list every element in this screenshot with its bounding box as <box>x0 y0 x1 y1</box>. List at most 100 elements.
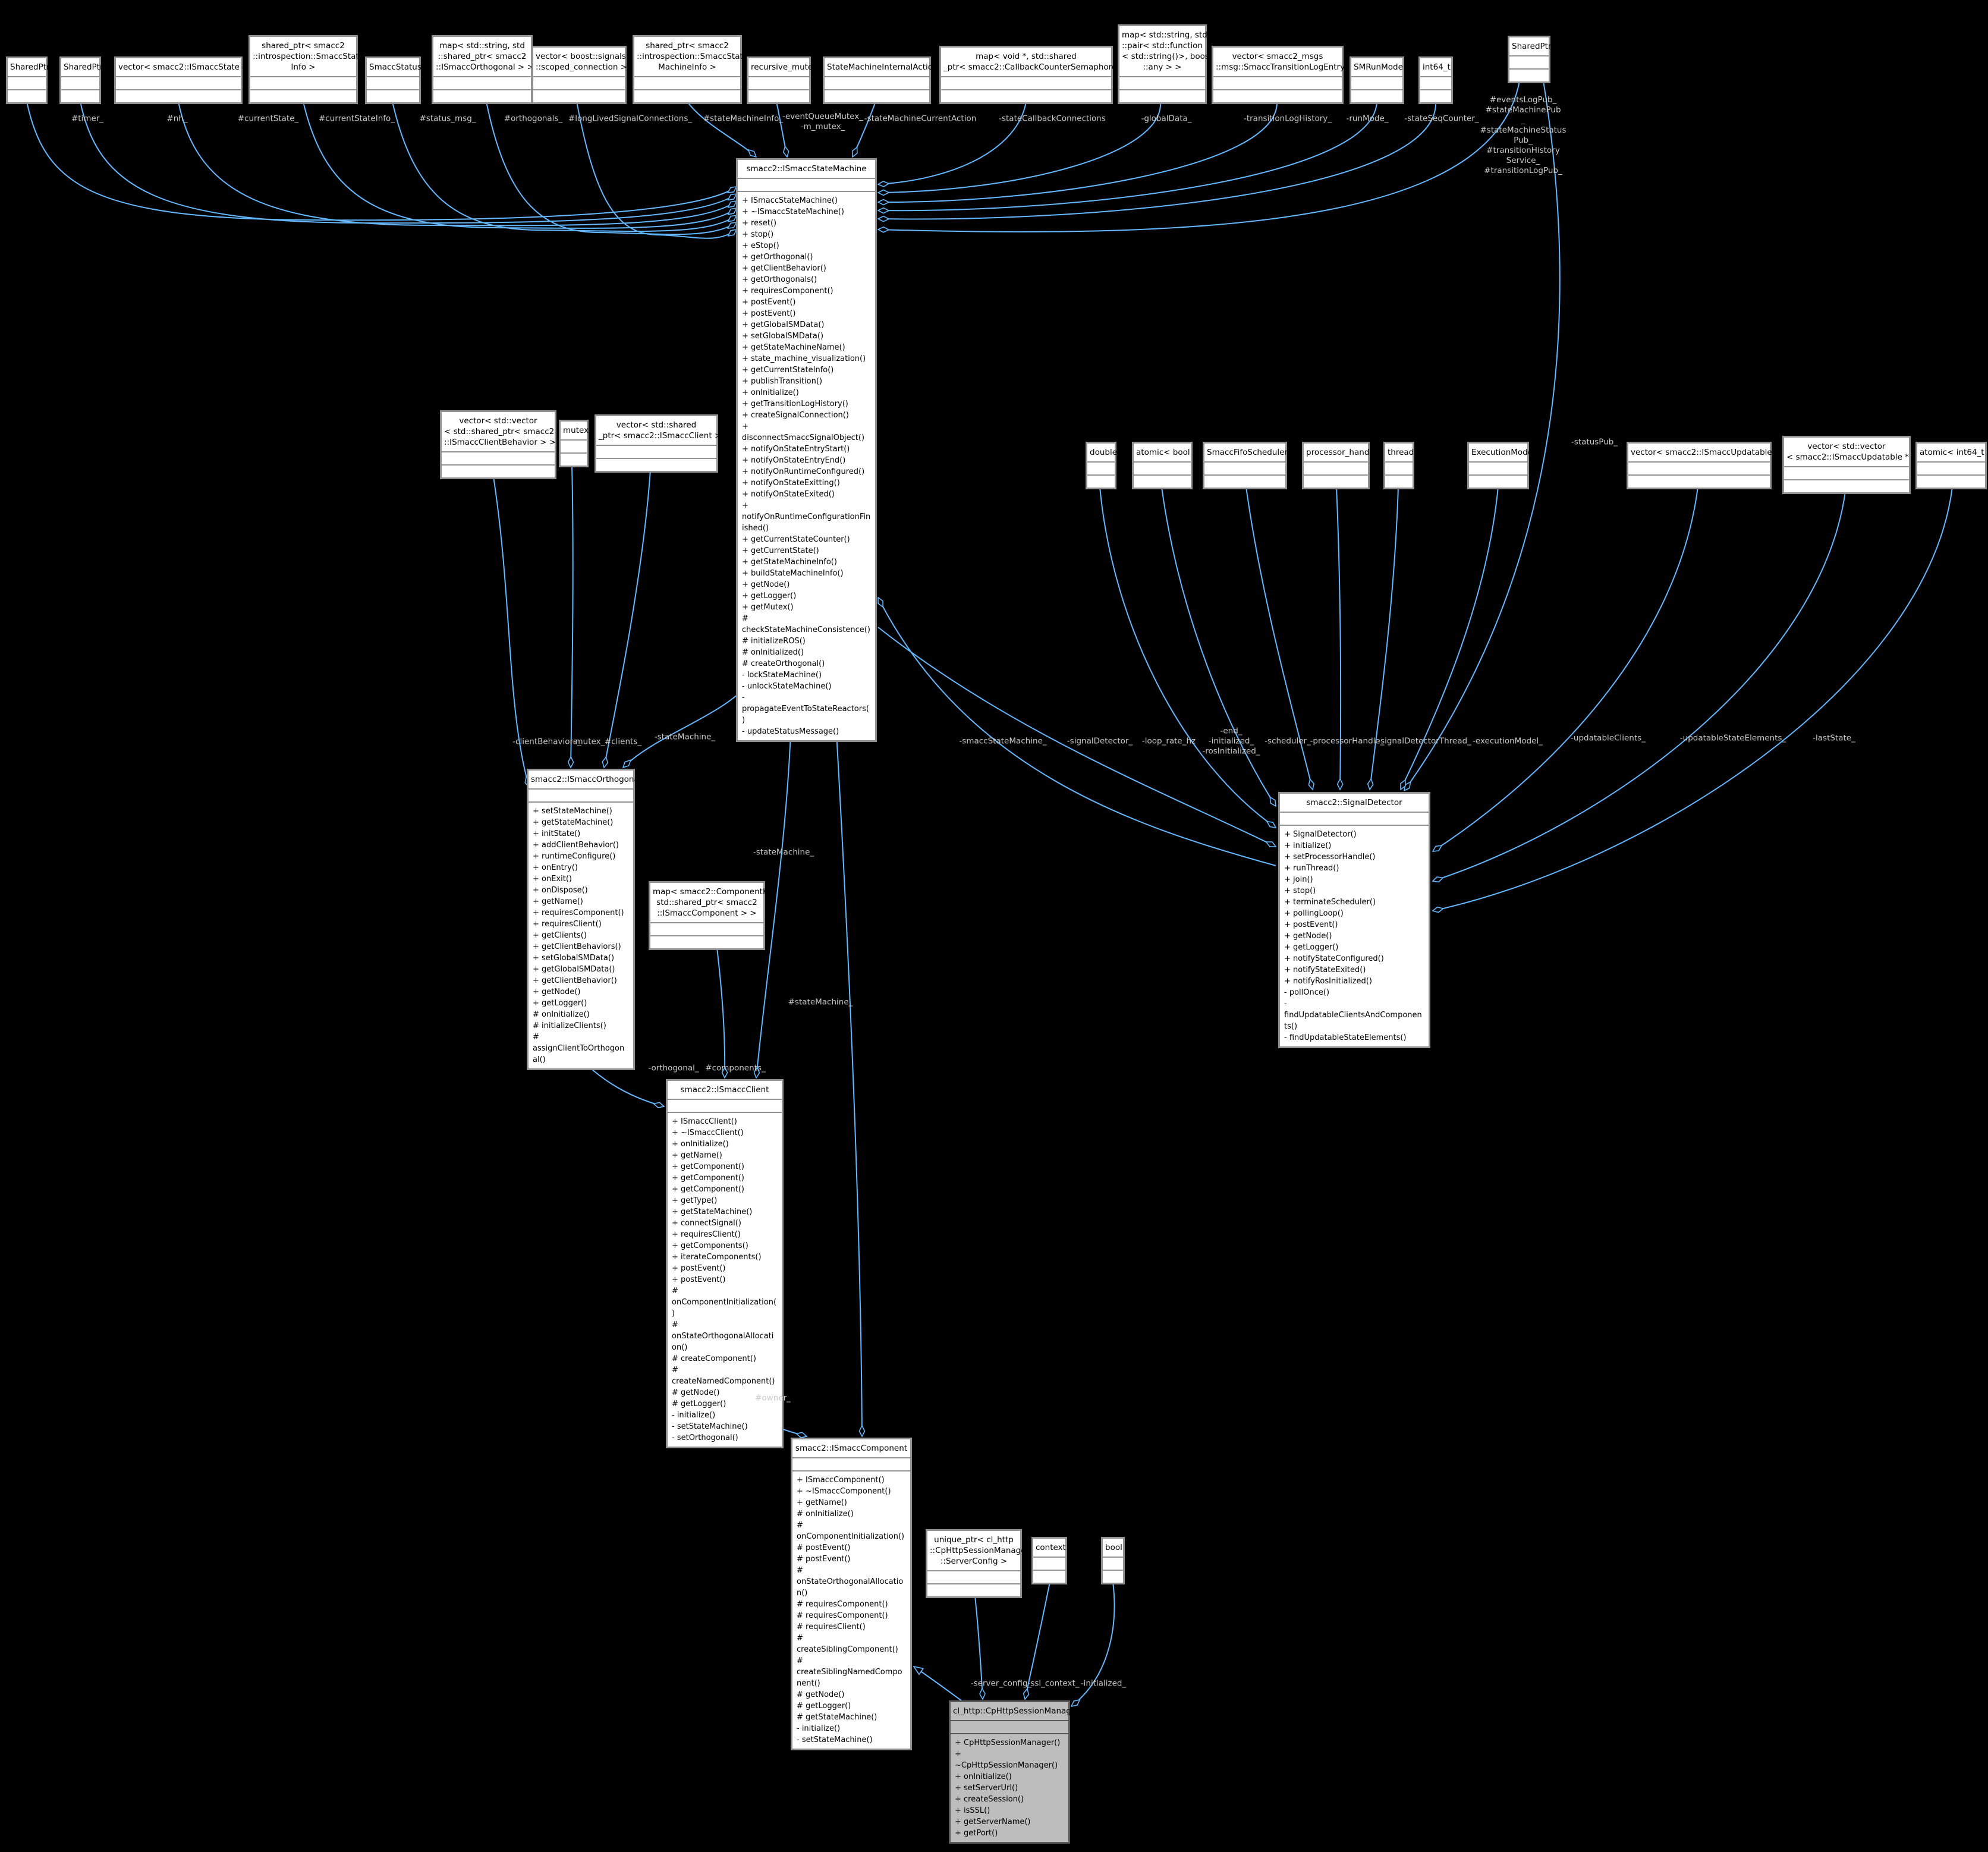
edge-label-state-machine-component: #stateMachine_ <box>788 998 853 1008</box>
empty-compartment <box>927 1584 1020 1596</box>
attributes-compartment <box>1784 467 1909 480</box>
method-entry: + requiresComponent() <box>742 287 833 295</box>
class-title-line: SMRunMode <box>1354 62 1403 72</box>
class-double: double <box>1086 442 1117 489</box>
edge-label-line: _ <box>1521 115 1525 125</box>
edge-label-client-behaviors: -clientBehaviors_ <box>512 737 581 747</box>
class-title-map-orthogonals: map< std::string, std::shared_ptr< smacc… <box>433 37 534 77</box>
class-title-line: vector< smacc2::ISmaccUpdatable * > <box>1631 448 1788 457</box>
method-entry: # onComponentInitialization() <box>797 1521 905 1541</box>
class-title-line: < std::shared_ptr< smacc2 <box>444 427 555 436</box>
empty-compartment <box>367 90 419 102</box>
class-ismaccorthogonal[interactable]: smacc2::ISmaccOrthogonal+ setStateMachin… <box>527 769 641 1070</box>
edge-label-smacc-state-machine: -smaccStateMachine_ <box>959 737 1046 747</box>
class-title-line: atomic< bool > <box>1136 448 1200 457</box>
edge-label-signal-detector-thread: -signalDetectorThread_ <box>1377 737 1471 747</box>
class-title-line: ::CpHttpSessionManager <box>930 1546 1030 1555</box>
method-entry: + ISmaccClient() <box>672 1117 737 1126</box>
class-title-smaccstatus: SmaccStatus <box>367 58 421 77</box>
class-title-atomic-bool: atomic< bool > <box>1134 444 1200 463</box>
empty-compartment <box>8 90 46 102</box>
method-entry: # getStateMachine() <box>797 1713 877 1722</box>
method-entry: - unlockStateMachine() <box>742 682 832 691</box>
method-entry: - setOrthogonal() <box>672 1433 738 1442</box>
class-ismaccstatemachine[interactable]: smacc2::ISmaccStateMachine+ ISmaccStateM… <box>736 158 877 742</box>
attributes-compartment <box>116 77 241 90</box>
class-sharedptr-smaccstatemachineinfo: shared_ptr< smacc2::introspection::Smacc… <box>633 35 748 104</box>
edge-label-updatable-state-elements: -updatableStateElements_ <box>1680 734 1786 744</box>
method-entry: - findUpdatableStateElements() <box>1284 1033 1407 1042</box>
attributes-compartment <box>1385 463 1413 476</box>
method-entry: # getLogger() <box>797 1702 851 1710</box>
method-entry: + notifyStateExited() <box>1284 966 1366 974</box>
class-title-line: recursive_mutex <box>751 62 817 72</box>
class-ismaccclient[interactable]: smacc2::ISmaccClient+ ISmaccClient()+ ~I… <box>666 1079 784 1448</box>
attributes-compartment <box>927 1571 1020 1584</box>
method-entry: + buildStateMachineInfo() <box>742 569 844 578</box>
method-entry: # postEvent() <box>797 1543 851 1552</box>
edge-label-clients: #clients_ <box>605 737 641 747</box>
edge-label-line: #currentState_ <box>237 114 299 124</box>
empty-compartment <box>1204 476 1285 488</box>
edge-label-line: #clients_ <box>604 737 642 747</box>
edge-label-line: -transitionLogHistory_ <box>1243 114 1332 124</box>
class-title-map-componentkey: map< smacc2::ComponentKey,std::shared_pt… <box>650 883 780 923</box>
class-title-sharedptr-nh: SharedPtr <box>61 58 103 77</box>
empty-compartment <box>250 90 356 102</box>
class-context: context <box>1031 1537 1067 1584</box>
method-entry: + getStateMachineName() <box>742 343 845 352</box>
class-title-line: mutex <box>563 426 589 435</box>
edge-sm-to-component <box>833 681 862 1436</box>
edge-label-state-machine-current-action: -stateMachineCurrentAction <box>864 114 977 124</box>
class-title-line: ::ISmaccClientBehavior > > > <box>444 438 565 447</box>
class-int64: int64_t <box>1418 56 1453 104</box>
method-entry: + eStop() <box>742 241 779 250</box>
method-entry: + stop() <box>742 230 774 239</box>
class-title-sharedptr-smaccstatemachineinfo: shared_ptr< smacc2::introspection::Smacc… <box>634 37 748 77</box>
attributes-compartment <box>1204 463 1285 476</box>
class-title-line: vector< std::shared <box>616 420 697 430</box>
edge-loop-rate <box>1099 486 1276 828</box>
method-entry: # createComponent() <box>672 1354 756 1363</box>
edge-label-components: #components_ <box>705 1064 765 1074</box>
edge-label-mutex: -mutex_ <box>573 737 605 747</box>
method-entry: + setServerUrl() <box>955 1784 1018 1793</box>
method-entry: # getNode() <box>797 1690 845 1699</box>
class-signaldetector[interactable]: smacc2::SignalDetector+ SignalDetector()… <box>1278 792 1430 1048</box>
method-entry: + getNode() <box>1284 932 1332 941</box>
method-entry: + state_machine_visualization() <box>742 354 866 363</box>
class-cphttpsessionmanager[interactable]: cl_http::CpHttpSessionManager+ CpHttpSes… <box>949 1700 1080 1844</box>
method-entry: + getComponents() <box>672 1241 748 1250</box>
edge-label-current-state-info: #currentStateInfo_ <box>319 114 395 124</box>
class-title-line: context <box>1036 1543 1066 1552</box>
class-sharedptr-timer: SharedPtr <box>6 56 50 104</box>
class-title-line: ::pair< std::function <box>1122 41 1203 51</box>
method-entry: + onDispose() <box>533 886 588 895</box>
edge-label-line: #stateMachinePub <box>1485 105 1561 115</box>
empty-compartment <box>650 936 763 948</box>
class-ismacccomponent[interactable]: smacc2::ISmaccComponent+ ISmaccComponent… <box>791 1438 912 1750</box>
method-entry: + onEntry() <box>533 863 578 872</box>
empty-compartment <box>634 90 740 102</box>
method-entry: # getLogger() <box>672 1400 726 1408</box>
class-bool: bool <box>1101 1537 1125 1584</box>
class-title-sharedptr-timer: SharedPtr <box>8 58 50 77</box>
class-title-unique-ptr-serverconfig: unique_ptr< cl_http::CpHttpSessionManage… <box>927 1531 1030 1571</box>
empty-compartment <box>1351 90 1402 102</box>
method-entry: + getClientBehavior() <box>742 264 826 273</box>
class-title-line: SharedPtr <box>64 62 103 72</box>
method-entry: + getLogger() <box>742 592 797 600</box>
method-entry: + getClientBehaviors() <box>533 942 621 951</box>
class-statemachineinternalaction: StateMachineInternalAction <box>823 56 938 104</box>
attributes-compartment <box>1280 813 1429 826</box>
class-thread: thread <box>1383 442 1414 489</box>
method-entry: + getClients() <box>533 931 587 940</box>
method-entry: + getLogger() <box>1284 943 1339 952</box>
method-entry: + addClientBehavior() <box>533 841 619 850</box>
attributes-compartment <box>1304 463 1368 476</box>
class-title-line: ::msg::SmaccTransitionLogEntry > <box>1216 62 1354 72</box>
class-title-line: Info > <box>291 62 316 72</box>
edge-label-line: #transitionLogPub_ <box>1484 166 1562 175</box>
class-map-callback-semaphore: map< void *, std::shared_ptr< smacc2::Ca… <box>939 46 1135 104</box>
class-title-atomic-int64: atomic< int64_t > <box>1917 444 1988 463</box>
